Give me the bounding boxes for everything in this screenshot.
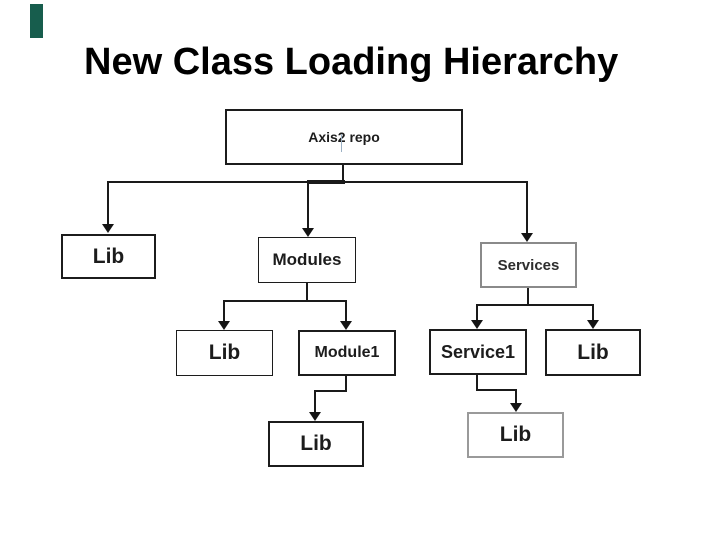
node-service1: Service1 <box>429 329 527 375</box>
connector-root-rail-overlap <box>307 180 345 184</box>
node-modules-lib: Lib <box>176 330 273 376</box>
connector-services-stem <box>527 288 529 306</box>
node-axis2-repo: Axis2 repo <box>225 109 463 165</box>
connector-module1-stem <box>345 376 347 392</box>
connector-to-services <box>526 181 528 234</box>
arrowhead-to-lib-root <box>102 224 114 233</box>
connector-to-service1 <box>476 304 478 321</box>
node-axis2-repo-label: Axis2 repo <box>308 129 380 145</box>
node-services-lib: Lib <box>545 329 641 376</box>
node-modules-label: Modules <box>272 250 342 269</box>
node-service1-lib: Lib <box>467 412 564 458</box>
connector-services-rail <box>476 304 594 306</box>
connector-root-stem <box>342 165 344 183</box>
arrowhead-to-modules-lib <box>218 321 230 330</box>
connector-modules-rail <box>223 300 347 302</box>
arrowhead-to-service1 <box>471 320 483 329</box>
node-module1-label: Module1 <box>314 344 380 361</box>
connector-to-modules <box>307 181 309 229</box>
connector-modules-stem <box>306 283 308 302</box>
arrowhead-to-modules <box>302 228 314 237</box>
arrowhead-to-service1-lib <box>510 403 522 412</box>
connector-to-module1 <box>345 300 347 322</box>
connector-service1-stem <box>476 375 478 391</box>
node-services-label: Services <box>497 256 560 274</box>
connector-to-modules-lib <box>223 300 225 322</box>
connector-to-module1-lib <box>314 390 316 413</box>
node-services-lib-label: Lib <box>577 340 609 364</box>
connector-to-service1-lib <box>515 389 517 404</box>
node-module1-lib-label: Lib <box>300 432 332 455</box>
page-title: New Class Loading Hierarchy <box>84 41 619 83</box>
node-lib-root: Lib <box>61 234 156 279</box>
arrowhead-to-services <box>521 233 533 242</box>
connector-service1-elbow <box>476 389 517 391</box>
arrowhead-to-module1-lib <box>309 412 321 421</box>
node-module1-lib: Lib <box>268 421 364 467</box>
node-modules: Modules <box>258 237 356 283</box>
node-service1-lib-label: Lib <box>499 423 532 446</box>
connector-to-lib-root <box>107 181 109 225</box>
node-module1: Module1 <box>298 330 396 376</box>
text-cursor-artifact <box>341 134 342 152</box>
bookmark-flag <box>30 4 43 38</box>
node-service1-label: Service1 <box>440 341 516 362</box>
arrowhead-to-services-lib <box>587 320 599 329</box>
node-services: Services <box>480 242 577 288</box>
node-lib-root-label: Lib <box>92 244 125 268</box>
connector-to-services-lib <box>592 304 594 321</box>
arrowhead-to-module1 <box>340 321 352 330</box>
node-modules-lib-label: Lib <box>208 341 241 364</box>
connector-module1-elbow <box>314 390 347 392</box>
